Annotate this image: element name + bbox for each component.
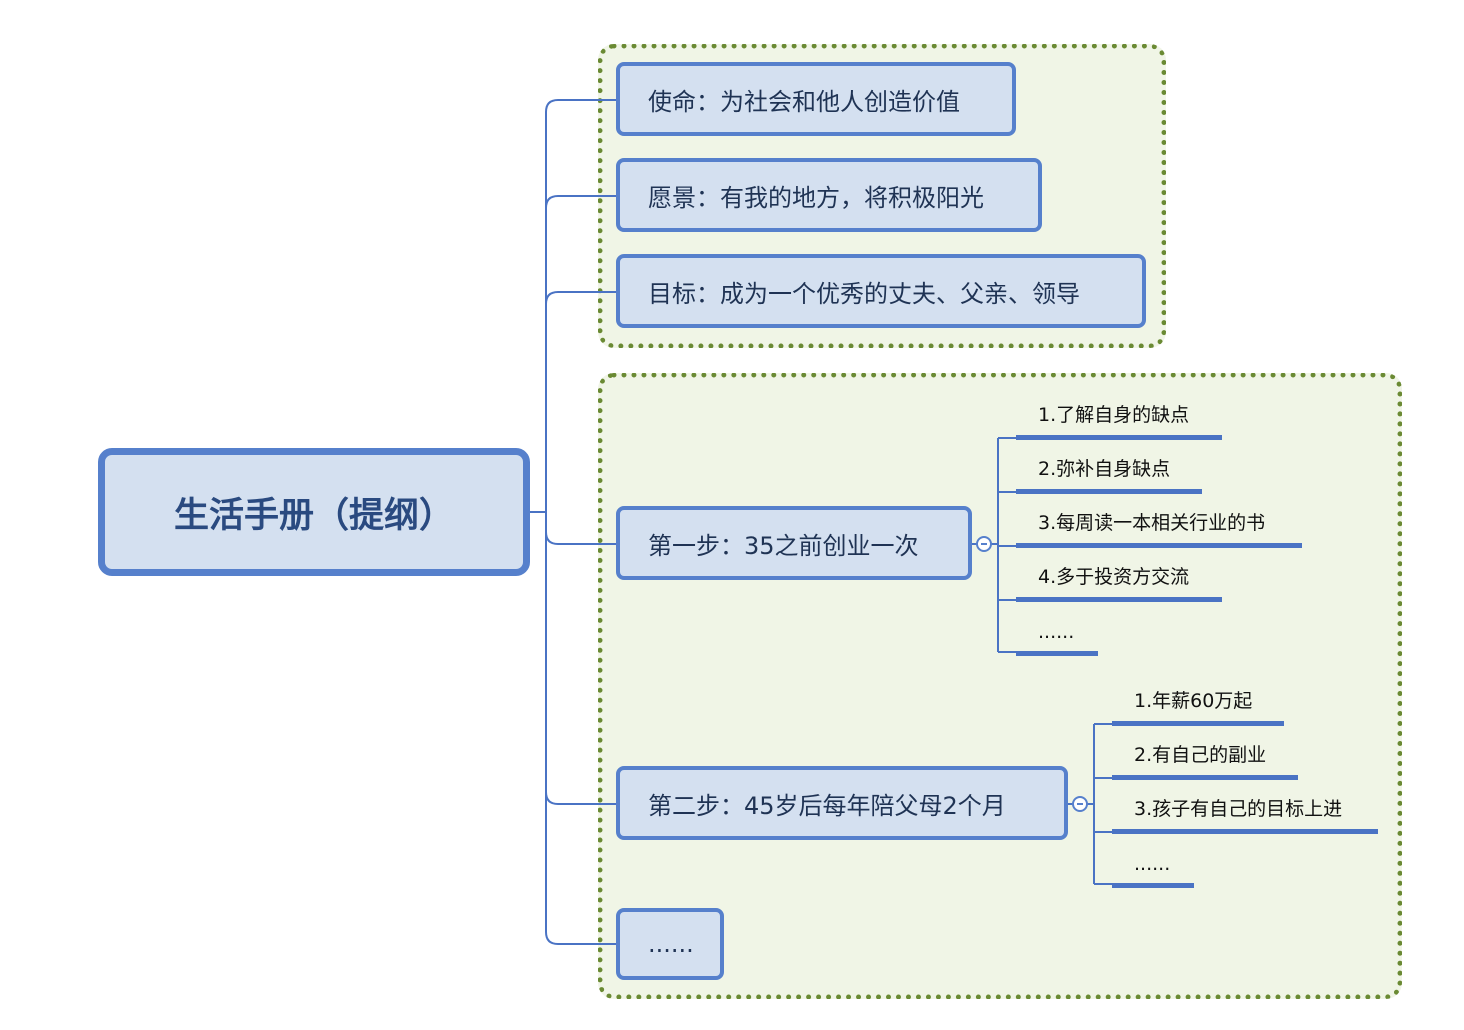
branch-step-1[interactable]: 第一步：35之前创业一次 bbox=[616, 506, 972, 580]
collapse-step-2-button[interactable] bbox=[1072, 796, 1088, 812]
connector-branch-2 bbox=[545, 195, 618, 209]
step-1-leaf-2-label: 2.弥补自身缺点 bbox=[1038, 458, 1171, 480]
step-1-leaf-1[interactable]: 1.了解自身的缺点 bbox=[1016, 404, 1222, 440]
step-1-leaf-5[interactable]: ...... bbox=[1016, 620, 1098, 656]
step-1-leaf-5-label: ...... bbox=[1038, 621, 1075, 643]
branch-more[interactable]: ...... bbox=[616, 908, 724, 980]
branch-step-2-label: 第二步：45岁后每年陪父母2个月 bbox=[648, 791, 1006, 820]
step-2-leaf-1[interactable]: 1.年薪60万起 bbox=[1112, 690, 1284, 726]
connector-branch-4 bbox=[545, 531, 618, 545]
branch-mission[interactable]: 使命：为社会和他人创造价值 bbox=[616, 62, 1016, 136]
branch-vision-label: 愿景：有我的地方，将积极阳光 bbox=[648, 183, 984, 212]
step-2-leaf-1-label: 1.年薪60万起 bbox=[1134, 690, 1253, 712]
step-2-leaf-3-label: 3.孩子有自己的目标上进 bbox=[1134, 798, 1343, 820]
step-1-leaf-3-label: 3.每周读一本相关行业的书 bbox=[1038, 512, 1266, 534]
step-1-leaf-4[interactable]: 4.多于投资方交流 bbox=[1016, 566, 1222, 602]
branch-step-2[interactable]: 第二步：45岁后每年陪父母2个月 bbox=[616, 766, 1068, 840]
step-2-leaf-4[interactable]: ...... bbox=[1112, 852, 1194, 888]
root-topic[interactable]: 生活手册（提纲） bbox=[98, 448, 530, 576]
branch-mission-label: 使命：为社会和他人创造价值 bbox=[648, 87, 960, 116]
step-2-leaf-2[interactable]: 2.有自己的副业 bbox=[1112, 744, 1298, 780]
branch-vision[interactable]: 愿景：有我的地方，将积极阳光 bbox=[616, 158, 1042, 232]
step-1-leaf-2[interactable]: 2.弥补自身缺点 bbox=[1016, 458, 1202, 494]
branch-goal[interactable]: 目标：成为一个优秀的丈夫、父亲、领导 bbox=[616, 254, 1146, 328]
connector-branch-1 bbox=[545, 99, 618, 113]
branch-step-1-label: 第一步：35之前创业一次 bbox=[648, 531, 919, 560]
step-2-leaf-4-label: ...... bbox=[1134, 853, 1171, 875]
group-boundary-2 bbox=[598, 373, 1402, 999]
connector-branch-6 bbox=[545, 931, 618, 945]
connector-branch-3 bbox=[545, 291, 618, 305]
collapse-step-1-button[interactable] bbox=[976, 536, 992, 552]
branch-goal-label: 目标：成为一个优秀的丈夫、父亲、领导 bbox=[648, 279, 1080, 308]
step-1-leaf-3[interactable]: 3.每周读一本相关行业的书 bbox=[1016, 512, 1302, 548]
branch-more-label: ...... bbox=[648, 930, 694, 958]
step-2-leaf-3[interactable]: 3.孩子有自己的目标上进 bbox=[1112, 798, 1378, 834]
connector-branch-5 bbox=[545, 791, 618, 805]
step-2-leaf-2-label: 2.有自己的副业 bbox=[1134, 744, 1267, 766]
step-1-leaf-4-label: 4.多于投资方交流 bbox=[1038, 566, 1190, 588]
root-topic-label: 生活手册（提纲） bbox=[173, 495, 454, 536]
step-1-leaf-1-label: 1.了解自身的缺点 bbox=[1038, 404, 1190, 426]
